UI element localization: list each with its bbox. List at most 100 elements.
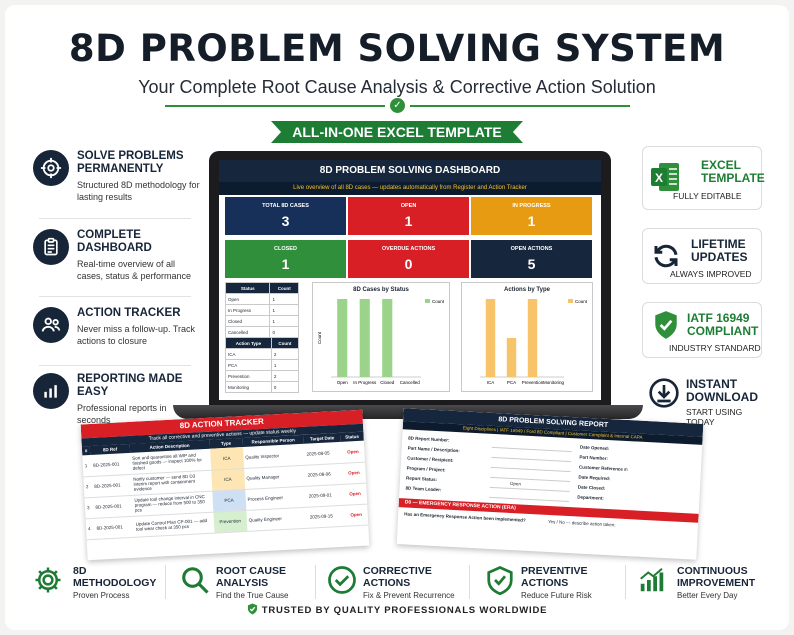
chart-title: Actions by Type [504,287,550,293]
tick-label: Monitoring [543,380,565,385]
cell: 1 [269,315,299,327]
kpi-value: 3 [281,213,290,229]
kpi-value: 1 [281,256,290,272]
report-field-label: Date Opened: [579,444,610,452]
growth-chart-icon [640,567,664,592]
shield-icon [487,565,513,595]
benefit-title: 8D METHODOLOGY [73,565,157,589]
bar [485,299,496,377]
cell: ICA [209,447,244,470]
card-excel-template: X EXCEL TEMPLATE FULLY EDITABLE [642,146,765,210]
cell: PCA [211,488,247,512]
card-sub: ALWAYS IMPROVED [670,269,752,279]
card-sub: INDUSTRY STANDARD [669,343,761,353]
feature-divider [39,218,191,219]
magnifier-icon [182,567,209,594]
feature-title: COMPLETE DASHBOARD [77,229,152,254]
separator [315,565,316,599]
target-icon [33,150,69,186]
report-field-label: Date Required: [578,474,611,482]
report-field-input [489,496,570,503]
kpi-label: OPEN ACTIONS [510,246,553,252]
cell: Cancelled [224,326,271,338]
page-title: 8D PROBLEM SOLVING SYSTEM [68,27,726,70]
cell: 0 [270,381,300,393]
excel-icon: X [651,163,679,191]
cell: Prevention [225,370,272,382]
benefit-desc: Better Every Day [677,591,738,600]
people-icon [33,307,69,343]
feature-desc: Structured 8D methodology for lasting re… [77,180,200,202]
kpi-label: CLOSED [274,246,297,252]
bar [527,299,538,377]
cell: In Progress [224,304,271,316]
cell: Monitoring [225,381,272,393]
bar [359,299,370,377]
report-field-input [491,446,572,453]
divider-left [165,105,385,107]
check-circle-icon [328,566,356,594]
cell: 8D-2025-001 [91,473,133,497]
cell: 8D-2025-001 [93,515,135,539]
svg-text:X: X [655,171,663,185]
cell: Open [341,461,367,484]
cell: 1 [270,359,300,371]
bar [382,299,393,377]
benefit-title: PREVENTIVE ACTIONS [521,565,588,589]
template-banner: ALL-IN-ONE EXCEL TEMPLATE [271,121,523,143]
kpi-label: OVERDUE ACTIONS [381,246,436,252]
col-header: Action Type [225,337,272,349]
y-axis-label: Count [317,331,322,344]
report-field-label: Department: [577,494,604,501]
legend-label: Count [575,299,588,304]
feature-solve-problems: SOLVE PROBLEMS PERMANENTLY Structured 8D… [33,150,200,210]
tick-label: Cancelled [400,380,421,385]
tick-label: In Progress [353,380,377,385]
check-icon: ✓ [390,98,405,113]
benefit-title: CORRECTIVE ACTIONS [363,565,432,589]
cell: 2 [270,348,300,360]
bar [337,299,348,377]
report-field-input [490,476,571,483]
report-field-input [490,466,571,473]
col-header: Status [224,282,271,294]
kpi-label: TOTAL 8D CASES [262,203,309,209]
cell: 2025-09-15 [307,504,346,528]
cell: 8D-2025-001 [90,452,131,476]
col-header: Count [270,337,300,349]
report-field-label: 8D Team Leader: [405,485,442,493]
cell: ICA [225,348,272,360]
report-field-label: Customer / Recipient: [407,455,454,463]
cell: 2025-09-01 [306,483,345,507]
legend-swatch [425,299,430,303]
card-title: EXCEL TEMPLATE [701,158,765,185]
feature-dashboard: COMPLETE DASHBOARD Real-time overview of… [33,229,198,293]
cell: Open [344,503,369,526]
action-tracker-sheet: 8D ACTION TRACKER Track all corrective a… [80,409,370,561]
footer-text: TRUSTED BY QUALITY PROFESSIONALS WORLDWI… [261,605,548,616]
report-field-label: Customer Reference #: [578,464,629,473]
kpi-value: 1 [527,213,536,229]
report-question: Has an Emergency Response Action been im… [404,511,526,523]
cell: 0 [269,326,299,338]
report-field-label: Part Name / Description: [407,445,461,454]
feature-reporting: REPORTING MADE EASY Professional reports… [33,373,198,428]
bar [506,338,517,377]
tick-label: Prevention [522,380,544,385]
cell: 2 [270,370,300,382]
cell: Closed [224,315,271,327]
cell: ICA [210,467,246,491]
report-status-value: Open [509,480,522,487]
kpi-tile: CLOSED 1 [225,240,346,278]
feature-title: REPORTING MADE EASY [77,373,183,398]
legend-swatch [568,299,573,303]
